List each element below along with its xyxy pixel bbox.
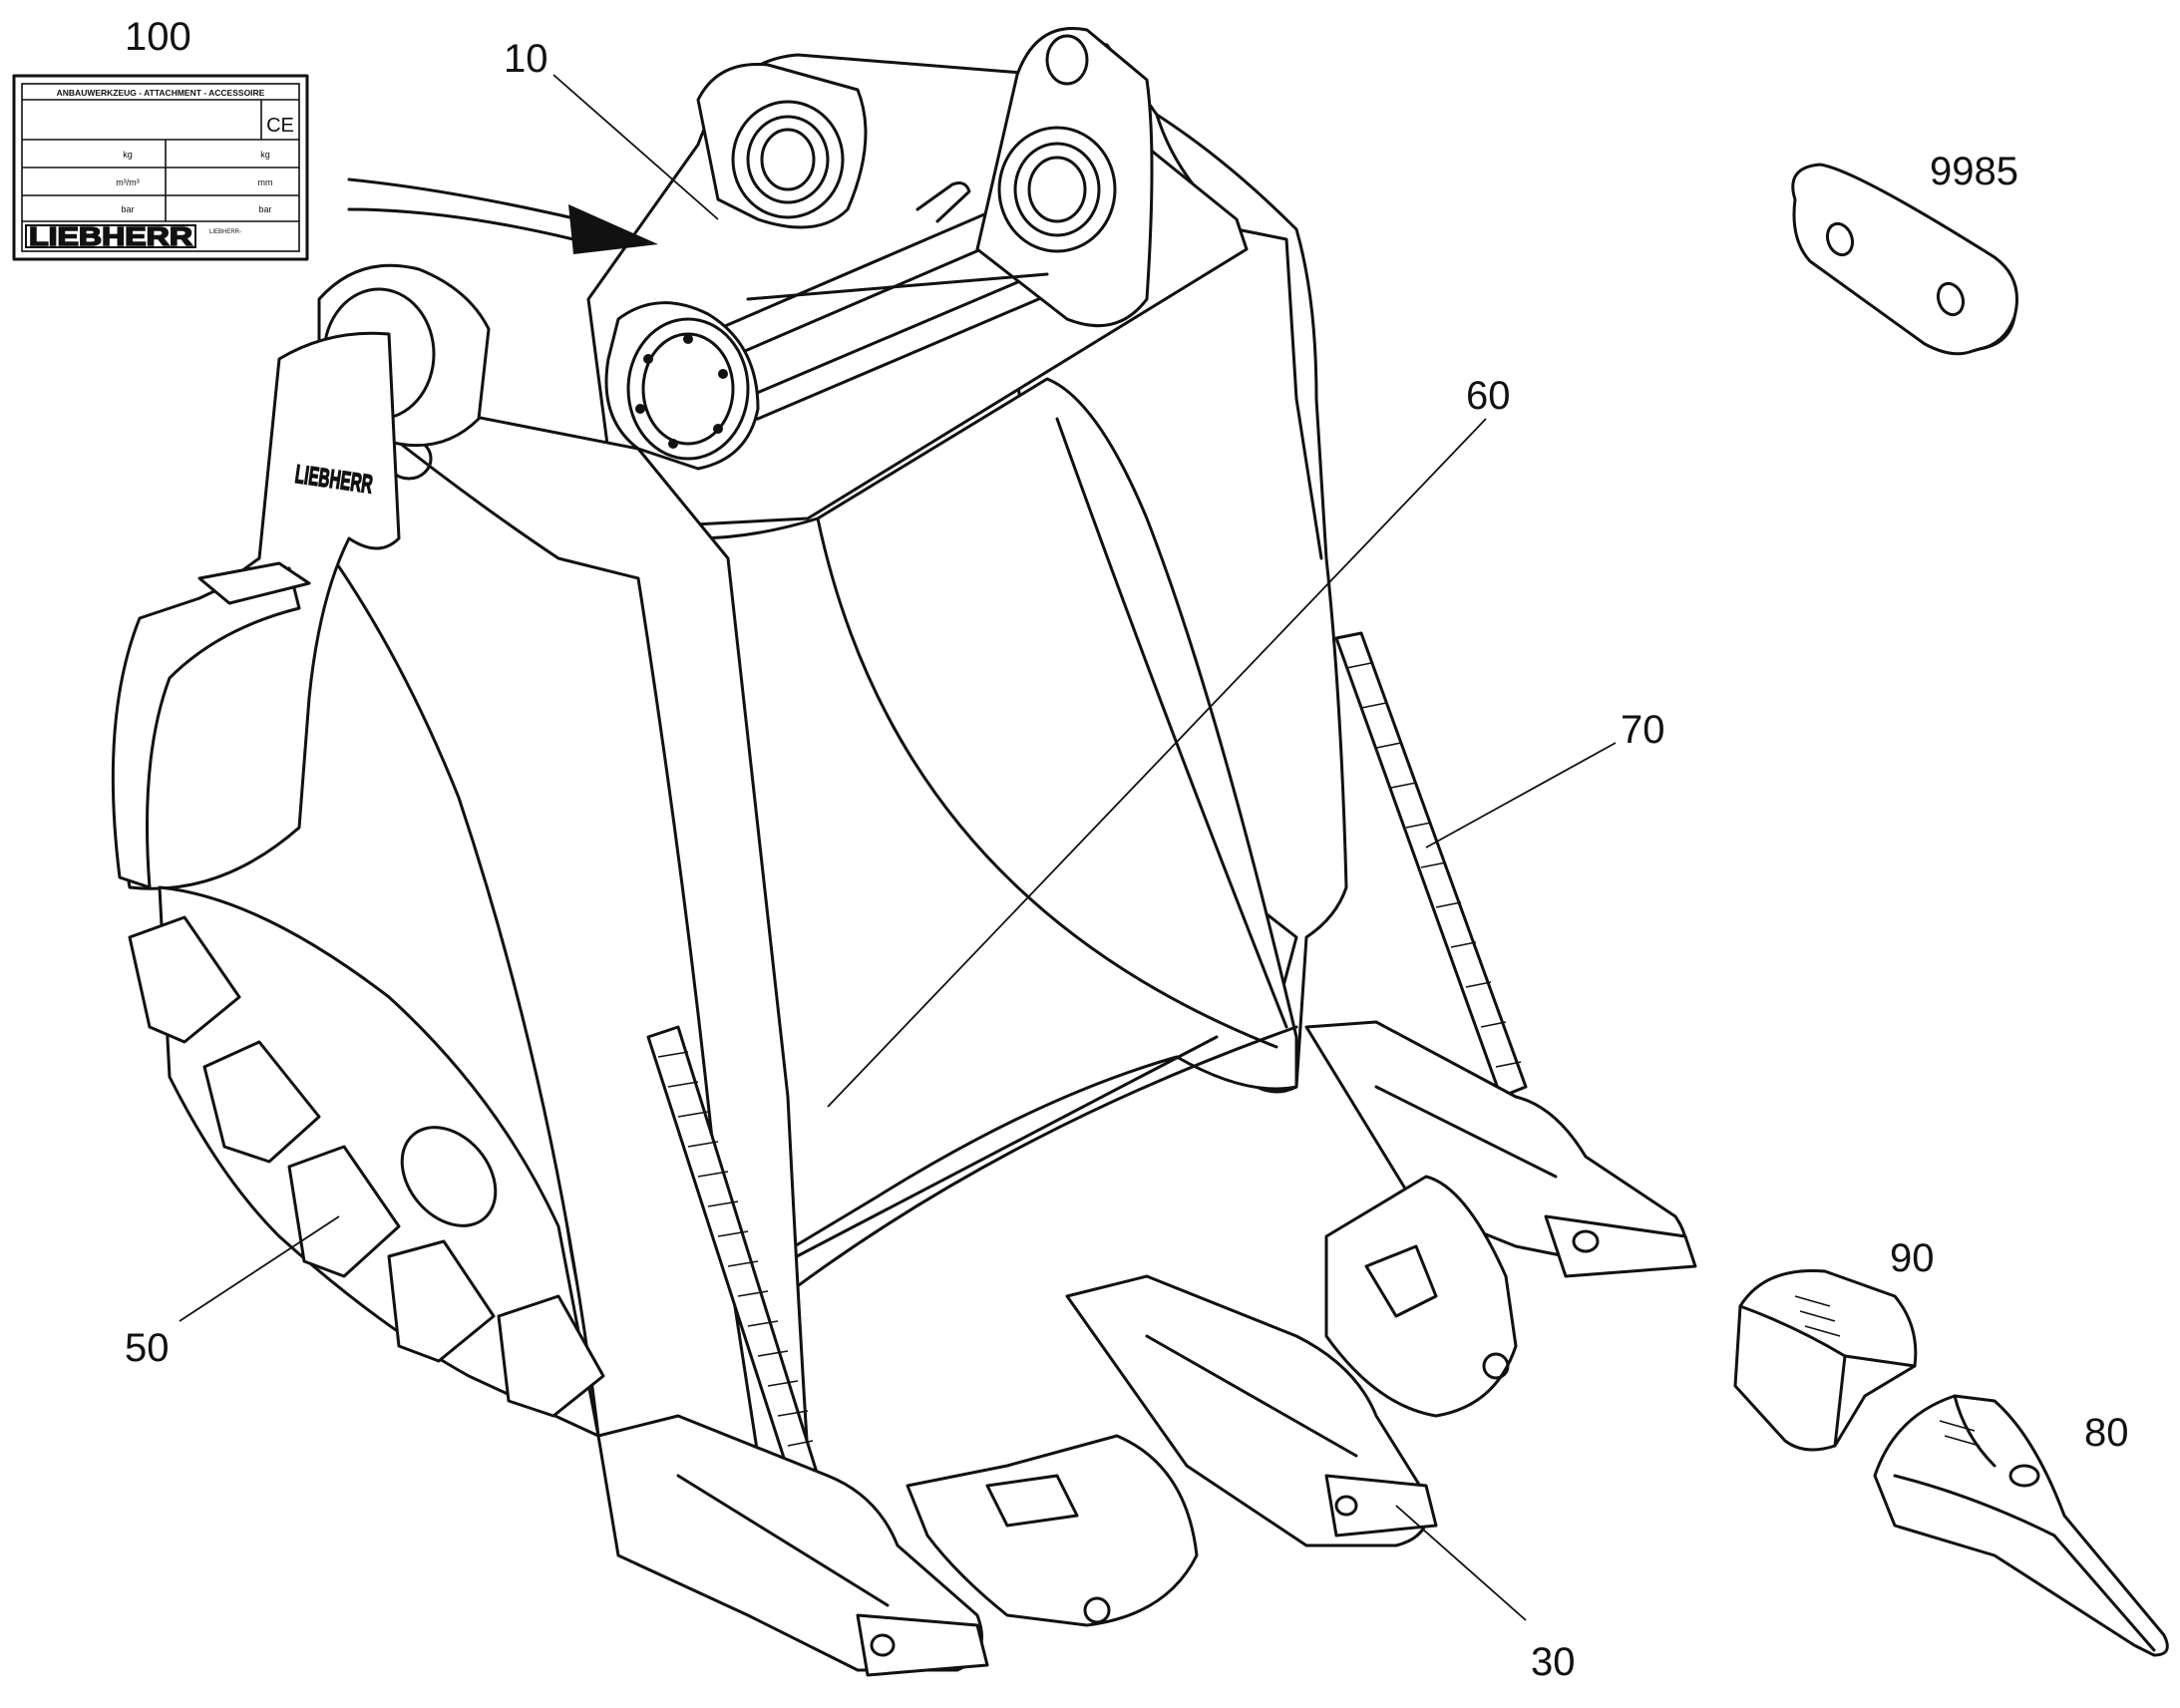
nameplate-brand-small: LIEBHERR- (209, 229, 241, 235)
bucket-body: LIEBHERR (111, 27, 1697, 1677)
mounting-plate-part (1791, 163, 2018, 356)
tooth-cap-part (1733, 1268, 1918, 1452)
callout-70: 70 (1621, 708, 1665, 752)
nameplate-ce-mark: CE (266, 115, 294, 137)
nameplate-row-3-right: bar (258, 204, 271, 214)
nameplate-row-3-left: bar (121, 204, 134, 214)
callout-90: 90 (1890, 1236, 1935, 1280)
callout-50: 50 (125, 1326, 170, 1370)
callout-10: 10 (504, 37, 548, 81)
nameplate-row-2-left: m³/m³ (116, 177, 140, 187)
leader-lines (179, 74, 1617, 1621)
nameplate-row-1-right: kg (260, 150, 270, 160)
callout-80: 80 (2084, 1411, 2129, 1455)
callout-9985: 9985 (1930, 150, 2018, 193)
tooth-tip-part (1873, 1394, 2169, 1657)
callout-100: 100 (125, 15, 191, 59)
callout-30: 30 (1531, 1640, 1576, 1684)
nameplate: ANBAUWERKZEUG - ATTACHMENT - ACCESSOIRE … (12, 74, 309, 261)
callout-60: 60 (1466, 374, 1511, 418)
nameplate-brand: LIEBHERR (29, 221, 192, 251)
assembly-arrow (347, 177, 658, 254)
callouts: 100 10 9985 60 70 50 90 80 30 (125, 15, 2129, 1684)
nameplate-row-1-left: kg (123, 150, 133, 160)
nameplate-header: ANBAUWERKZEUG - ATTACHMENT - ACCESSOIRE (57, 88, 265, 98)
nameplate-row-2-right: mm (258, 177, 273, 187)
